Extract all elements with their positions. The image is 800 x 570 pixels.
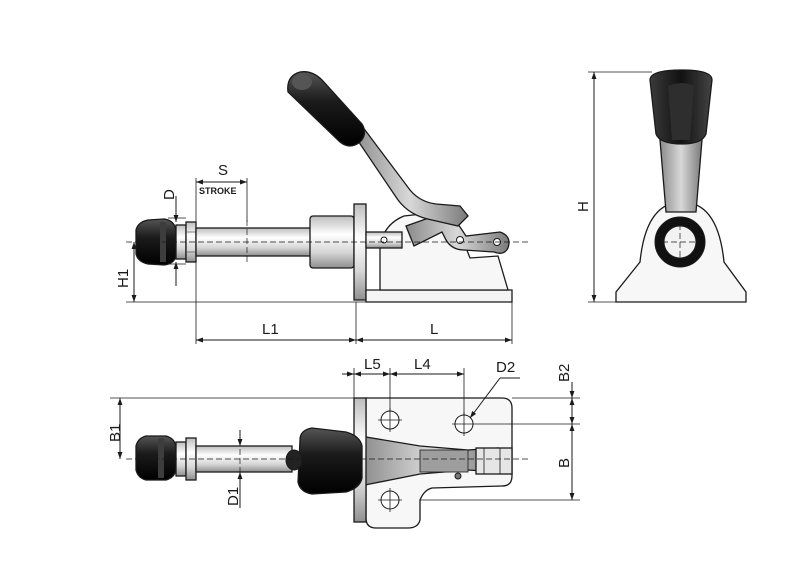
handle-grip — [287, 71, 366, 147]
dim-label-l: L — [430, 321, 438, 338]
front-arm — [659, 139, 703, 213]
dim-label-s: S — [218, 162, 228, 179]
flange — [353, 203, 367, 301]
lever-arm — [351, 125, 469, 227]
dim-label-d2: D2 — [496, 359, 515, 376]
top-spindle-tip — [135, 435, 177, 481]
dim-label-h: H — [575, 201, 592, 212]
top-clevis — [475, 447, 513, 475]
dim-label-b1: B1 — [107, 424, 124, 442]
dim-label-l4: L4 — [414, 356, 431, 373]
dim-label-b2: B2 — [556, 364, 573, 382]
front-view-dimensions: H — [575, 71, 652, 303]
base-plate — [365, 289, 513, 303]
dim-label-d: D — [161, 189, 178, 200]
top-handle-grip — [297, 427, 363, 495]
side-view-dimensions: S STROKE D H1 L1 L — [115, 162, 513, 344]
side-view — [126, 71, 530, 303]
top-view-dimensions: L5 L4 D2 B1 B2 B D1 — [107, 356, 580, 508]
dim-label-l1: L1 — [262, 321, 279, 338]
top-view — [126, 397, 530, 529]
dim-label-b: B — [556, 458, 573, 468]
dim-label-h1: H1 — [115, 269, 132, 288]
dim-label-l5: L5 — [364, 356, 381, 373]
dim-label-stroke: STROKE — [199, 186, 237, 196]
front-view — [615, 69, 747, 303]
dim-label-d1: D1 — [225, 487, 242, 506]
top-grip-cap — [285, 449, 303, 471]
